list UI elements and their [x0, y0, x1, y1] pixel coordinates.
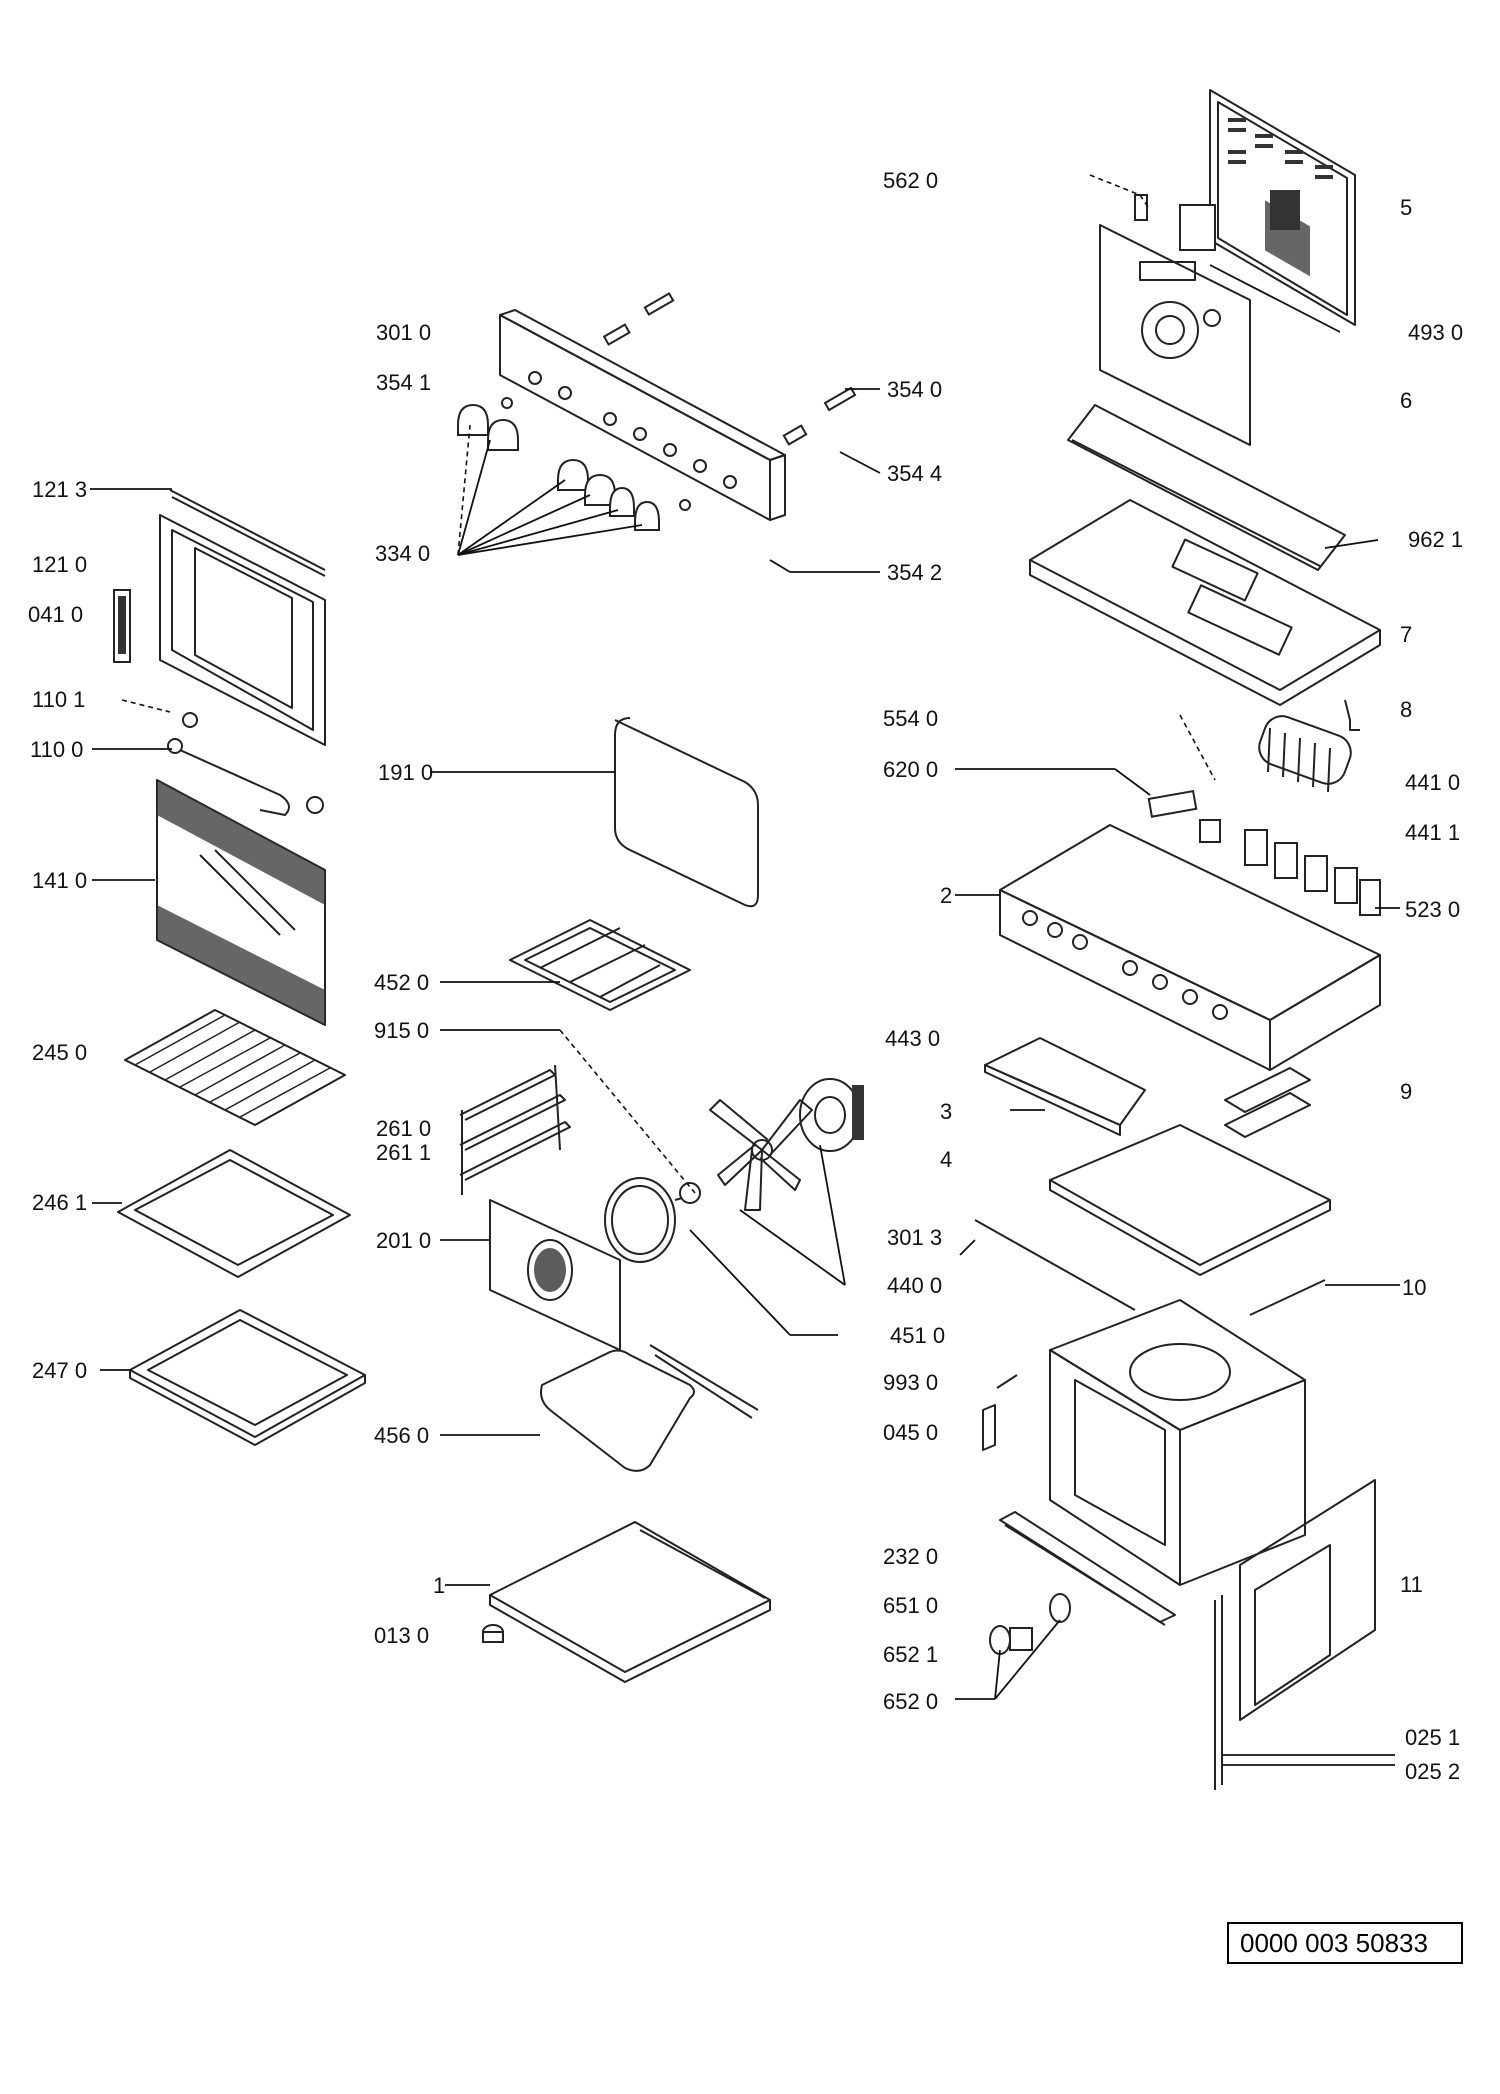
part-label: 121 0: [32, 552, 87, 577]
outer-door-glass-part: [156, 779, 326, 1026]
part-label: 652 0: [883, 1689, 938, 1714]
door-inner-frame-part: [159, 489, 326, 746]
part-label: 045 0: [883, 1420, 938, 1445]
part-label: 493 0: [1408, 320, 1463, 345]
side-duct-part: [1224, 1067, 1311, 1138]
cooling-fan-part: [1258, 699, 1360, 793]
part-label: 1: [433, 1573, 445, 1598]
part-label: 441 1: [1405, 820, 1460, 845]
part-label: 2: [940, 883, 952, 908]
terminal-block-part: [1147, 789, 1221, 843]
bottom-trim-part: [999, 1511, 1176, 1626]
part-label: 141 0: [32, 868, 87, 893]
side-panel-part: [1214, 1479, 1376, 1790]
part-label: 441 0: [1405, 770, 1460, 795]
insulation-strip-part: [1067, 404, 1346, 571]
part-label: 443 0: [885, 1026, 940, 1051]
bottom-plate-part: [489, 1521, 771, 1683]
air-duct-part: [984, 1037, 1146, 1136]
part-label: 013 0: [374, 1623, 429, 1648]
part-label: 962 1: [1408, 527, 1463, 552]
rear-panel-part: [1209, 89, 1356, 326]
wire-shelf-part: [124, 1009, 346, 1126]
part-label: 8: [1400, 697, 1412, 722]
fan-cover-part: [489, 1199, 621, 1351]
part-label: 651 0: [883, 1593, 938, 1618]
fan-motor-part: [799, 1078, 864, 1152]
door-seal-part: [614, 717, 759, 908]
circular-element-part: [604, 1177, 701, 1263]
part-label: 261 0: [376, 1116, 431, 1141]
oven-cavity-part: [1049, 1299, 1306, 1586]
baking-tray-part: [117, 1149, 351, 1278]
part-label: 451 0: [890, 1323, 945, 1348]
fan-blade-part: [709, 1099, 813, 1211]
part-label: 025 1: [1405, 1725, 1460, 1750]
part-label: 245 0: [32, 1040, 87, 1065]
part-label: 993 0: [883, 1370, 938, 1395]
grill-element-part: [509, 919, 691, 1011]
part-label: 915 0: [374, 1018, 429, 1043]
part-label: 11: [1400, 1572, 1423, 1597]
part-label: 652 1: [883, 1642, 938, 1667]
knob-spindles-part: [501, 292, 857, 511]
bottom-element-part: [540, 1344, 759, 1472]
foot-part: [482, 1624, 504, 1643]
document-number-box: 0000 003 50833: [1227, 1922, 1463, 1964]
top-cover-part: [1029, 499, 1381, 706]
door-handle-screws-part: [167, 712, 324, 816]
selector-switches-part: [1244, 829, 1381, 916]
document-number: 0000 003 50833: [1240, 1928, 1428, 1958]
small-screw-part: [982, 1374, 1018, 1451]
part-label: 354 4: [887, 461, 942, 486]
part-label: 7: [1400, 622, 1412, 647]
lamp-holder-part: [989, 1593, 1071, 1655]
part-label: 301 0: [376, 320, 431, 345]
shelf-supports-part: [459, 1064, 571, 1195]
part-label: 354 0: [887, 377, 942, 402]
part-label: 562 0: [883, 168, 938, 193]
part-label: 6: [1400, 388, 1412, 413]
part-label: 334 0: [375, 541, 430, 566]
side-rail-part: [974, 1219, 1326, 1316]
part-label: 354 1: [376, 370, 431, 395]
control-housing-part: [999, 824, 1381, 1071]
part-label: 301 3: [887, 1225, 942, 1250]
deep-tray-part: [129, 1309, 366, 1446]
part-label: 3: [940, 1099, 952, 1124]
part-label: 110 0: [30, 737, 83, 762]
control-panel-part: [499, 309, 786, 521]
part-label: 247 0: [32, 1358, 87, 1383]
part-label: 025 2: [1405, 1759, 1460, 1784]
part-label: 246 1: [32, 1190, 87, 1215]
part-label: 261 1: [376, 1140, 431, 1165]
part-label: 4: [940, 1147, 952, 1172]
part-label: 9: [1400, 1079, 1412, 1104]
part-label: 620 0: [883, 757, 938, 782]
part-label: 041 0: [28, 602, 83, 627]
part-label: 232 0: [883, 1544, 938, 1569]
fan-backplate-part: [1099, 194, 1251, 446]
part-labels: 562 0 5 493 0 301 0 354 1 354 0 6 354 4 …: [28, 168, 1463, 1784]
part-label: 554 0: [883, 706, 938, 731]
part-label: 452 0: [374, 970, 429, 995]
part-label: 191 0: [378, 760, 433, 785]
bottom-duct-part: [1049, 1124, 1331, 1276]
door-hinge-part: [113, 589, 131, 663]
part-label: 456 0: [374, 1423, 429, 1448]
part-label: 201 0: [376, 1228, 431, 1253]
part-label: 523 0: [1405, 897, 1460, 922]
leader-lines: [90, 174, 1400, 1766]
control-knobs-part: [457, 403, 660, 531]
part-label: 5: [1400, 195, 1412, 220]
part-label: 440 0: [887, 1273, 942, 1298]
part-label: 121 3: [32, 477, 87, 502]
part-label: 354 2: [887, 560, 942, 585]
part-label: 110 1: [32, 687, 85, 712]
part-label: 10: [1402, 1275, 1426, 1300]
